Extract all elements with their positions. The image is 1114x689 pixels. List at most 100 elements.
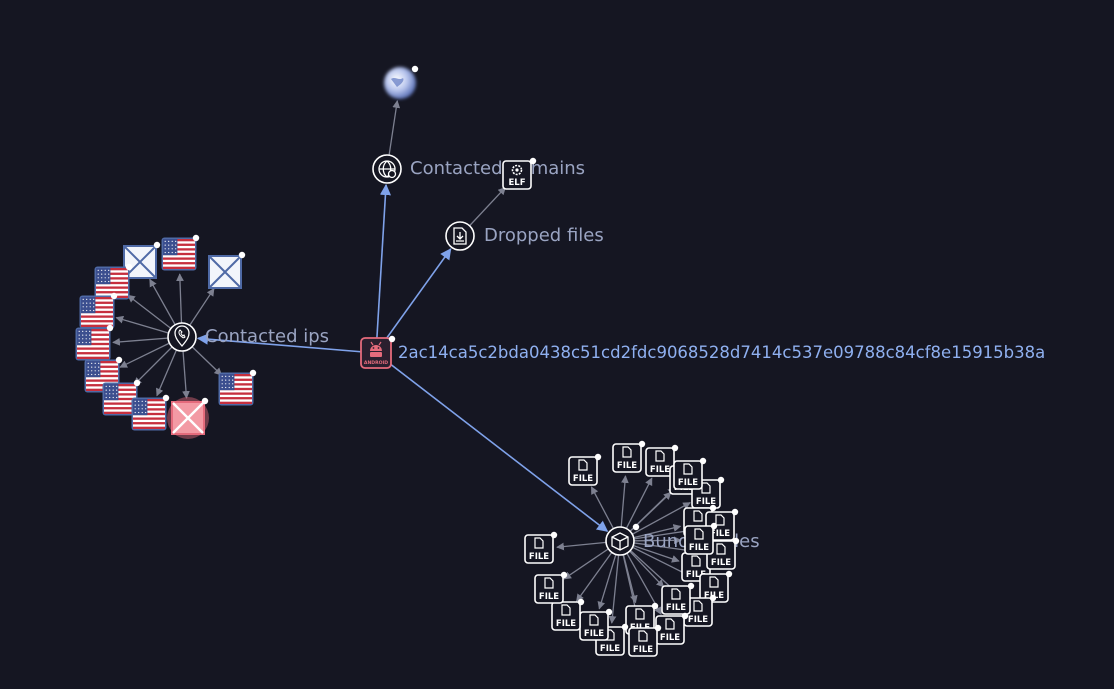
relationship-node-contacted-ips[interactable]	[167, 322, 197, 352]
file-node-label: FILE	[529, 552, 549, 562]
file-node-label: ELF	[508, 178, 525, 188]
file-icon	[694, 528, 704, 540]
domain-icon	[378, 160, 397, 179]
node-indicator-dot	[249, 369, 257, 377]
graph-edge	[375, 352, 609, 532]
file-icon	[671, 588, 681, 600]
node-indicator-dot	[638, 440, 646, 448]
package-icon	[611, 532, 629, 551]
file-icon	[716, 543, 726, 555]
file-icon	[622, 446, 632, 458]
file-node[interactable]: FILE	[706, 537, 740, 570]
relationship-label-dropped-files[interactable]: Dropped files	[484, 225, 604, 246]
file-node[interactable]: FILE	[661, 582, 695, 615]
node-indicator-dot	[110, 292, 118, 300]
file-node[interactable]: FILE	[551, 598, 585, 631]
file-icon	[715, 514, 725, 526]
file-icon	[578, 459, 588, 471]
file-node[interactable]: FILE	[628, 624, 662, 657]
ip-country-flag-us[interactable]	[79, 292, 118, 329]
dropped-file-elf-node[interactable]: ELF	[502, 157, 537, 190]
node-indicator-dot	[201, 397, 209, 405]
relationship-label-contacted-ips[interactable]: Contacted ips	[205, 326, 329, 347]
file-icon	[635, 608, 645, 620]
file-node[interactable]: FILE	[534, 571, 568, 604]
node-indicator-dot	[133, 379, 141, 387]
node-indicator-dot	[560, 571, 568, 579]
ip-country-flag-us[interactable]	[131, 394, 170, 431]
file-node-label: FILE	[688, 615, 708, 625]
file-icon	[544, 577, 554, 589]
file-node-label: FILE	[617, 461, 637, 471]
node-indicator-dot	[238, 251, 246, 259]
file-node-label: FILE	[696, 497, 716, 507]
node-indicator-dot	[725, 570, 733, 578]
file-icon	[665, 618, 675, 630]
ip-country-flag-us[interactable]	[161, 234, 200, 271]
file-node[interactable]: FILE	[673, 457, 707, 490]
node-indicator-dot	[577, 598, 585, 606]
node-indicator-dot	[654, 624, 662, 632]
file-node-label: FILE	[556, 619, 576, 629]
node-indicator-dot	[709, 594, 717, 602]
ip-node-unknown[interactable]	[167, 397, 209, 439]
file-node-label: FILE	[539, 592, 559, 602]
file-node[interactable]: FILE	[655, 612, 689, 645]
file-node-label: FILE	[584, 629, 604, 639]
file-icon	[683, 463, 693, 475]
file-node-label: FILE	[573, 474, 593, 484]
ip-country-flag-us[interactable]	[102, 379, 141, 416]
file-icon	[638, 630, 648, 642]
android-icon	[370, 341, 382, 357]
node-indicator-dot	[125, 263, 133, 271]
file-node-label: FILE	[689, 543, 709, 553]
graph-edge	[375, 248, 452, 354]
file-node[interactable]: FILE	[524, 531, 558, 564]
node-indicator-dot	[153, 241, 161, 249]
node-indicator-dot	[681, 612, 689, 620]
node-indicator-dot	[709, 504, 717, 512]
root-file-hash[interactable]: 2ac14ca5c2bda0438c51cd2fdc9068528d7414c5…	[398, 343, 1045, 362]
file-node-label: FILE	[711, 558, 731, 568]
ip-node-unknown[interactable]	[208, 251, 246, 289]
ip-country-flag-us[interactable]	[84, 356, 123, 393]
file-icon	[693, 600, 703, 612]
file-icon	[655, 450, 665, 462]
root-android-file-node[interactable]: ANDROID	[360, 335, 396, 369]
relationship-node-bundled-files[interactable]	[605, 526, 635, 556]
relationship-node-dropped-files[interactable]	[445, 221, 475, 251]
file-icon	[691, 555, 701, 567]
graph-labels: Contacted domains Dropped files Contacte…	[205, 158, 1045, 362]
file-node-label: FILE	[660, 633, 680, 643]
node-indicator-dot	[529, 157, 537, 165]
file-node-label: FILE	[678, 478, 698, 488]
node-indicator-dot	[717, 476, 725, 484]
node-indicator-dot	[550, 531, 558, 539]
file-node-label: FILE	[686, 570, 706, 580]
file-node[interactable]: FILE	[684, 522, 718, 555]
node-indicator-dot	[621, 623, 629, 631]
node-indicator-dot	[605, 608, 613, 616]
ip-country-flag-us[interactable]	[218, 369, 257, 406]
file-node[interactable]: FILE	[645, 444, 679, 477]
file-node[interactable]: FILE	[612, 440, 646, 473]
relationship-node-contacted-domains[interactable]	[372, 154, 402, 184]
file-icon	[534, 537, 544, 549]
node-indicator-dot	[732, 537, 740, 545]
file-node-label: FILE	[633, 645, 653, 655]
relationship-label-contacted-domains[interactable]: Contacted domains	[410, 158, 585, 179]
node-indicator-dot	[731, 508, 739, 516]
android-badge-label: ANDROID	[364, 360, 388, 366]
domain-node-globe[interactable]	[384, 65, 419, 99]
location-pin-icon	[174, 325, 190, 347]
file-node[interactable]: FILE	[568, 453, 602, 486]
file-icon	[589, 614, 599, 626]
ip-country-flag-us[interactable]	[75, 324, 114, 361]
node-indicator-dot	[115, 356, 123, 364]
file-node[interactable]: FILE	[579, 608, 613, 641]
graph-edge	[196, 333, 377, 354]
file-node-label: FILE	[666, 603, 686, 613]
file-icon	[693, 510, 703, 522]
